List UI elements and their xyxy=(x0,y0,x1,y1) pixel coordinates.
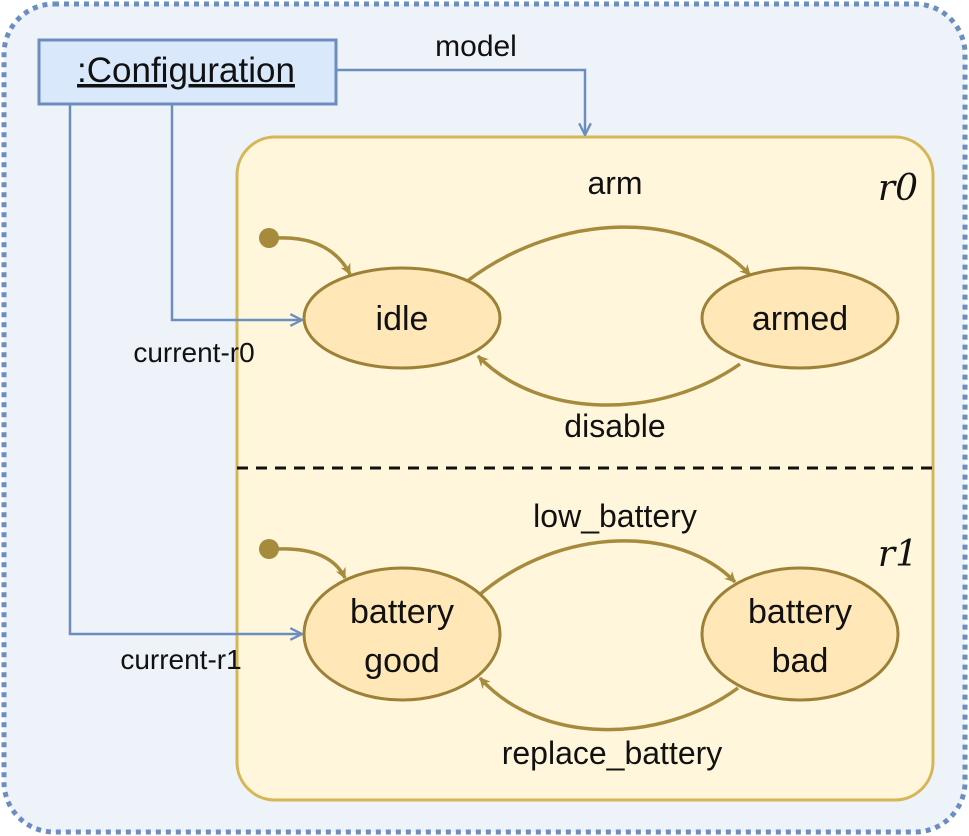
transition-disable xyxy=(476,354,742,407)
current-r1-link xyxy=(68,104,302,634)
state-idle[interactable]: idle xyxy=(302,266,502,370)
transition-low-battery-label: low_battery xyxy=(533,498,697,534)
state-battery-bad-label-line2: bad xyxy=(772,642,829,680)
current-r0-link-label: current-r0 xyxy=(133,337,254,368)
state-battery-good-label-line2: good xyxy=(364,642,440,680)
initial-state-r0 xyxy=(259,228,279,248)
state-idle-label: idle xyxy=(376,300,429,338)
state-battery-bad-shape[interactable] xyxy=(700,566,900,702)
state-battery-bad[interactable]: battery bad xyxy=(700,566,900,702)
transition-replace-battery-label: replace_battery xyxy=(502,735,723,771)
state-battery-good-shape[interactable] xyxy=(302,566,502,702)
model-link xyxy=(336,68,585,135)
state-armed-shape[interactable] xyxy=(700,266,900,370)
state-battery-good[interactable]: battery good xyxy=(302,566,502,702)
configuration-box[interactable] xyxy=(37,38,338,106)
transition-arm xyxy=(464,225,752,284)
current-r1-link-label: current-r1 xyxy=(120,644,241,675)
state-battery-bad-label-line1: battery xyxy=(748,593,852,631)
transition-arm-label: arm xyxy=(587,165,642,201)
initial-state-r1 xyxy=(259,539,279,559)
current-r0-link xyxy=(170,104,302,320)
configuration-label: :Configuration xyxy=(77,51,295,90)
initial-transition-r0 xyxy=(276,236,352,275)
configuration-object[interactable]: :Configuration xyxy=(37,38,338,106)
transition-replace-battery xyxy=(478,676,740,732)
state-battery-good-label-line1: battery xyxy=(350,593,454,631)
state-armed[interactable]: armed xyxy=(700,266,900,370)
transition-disable-label: disable xyxy=(564,408,665,444)
state-idle-shape[interactable] xyxy=(302,266,502,370)
initial-transition-r1 xyxy=(276,547,347,579)
transition-low-battery xyxy=(476,539,737,598)
region-name-r0: r0 xyxy=(878,168,918,209)
state-armed-label: armed xyxy=(752,300,848,338)
model-link-label: model xyxy=(435,30,517,63)
region-name-r1: r1 xyxy=(878,534,918,575)
